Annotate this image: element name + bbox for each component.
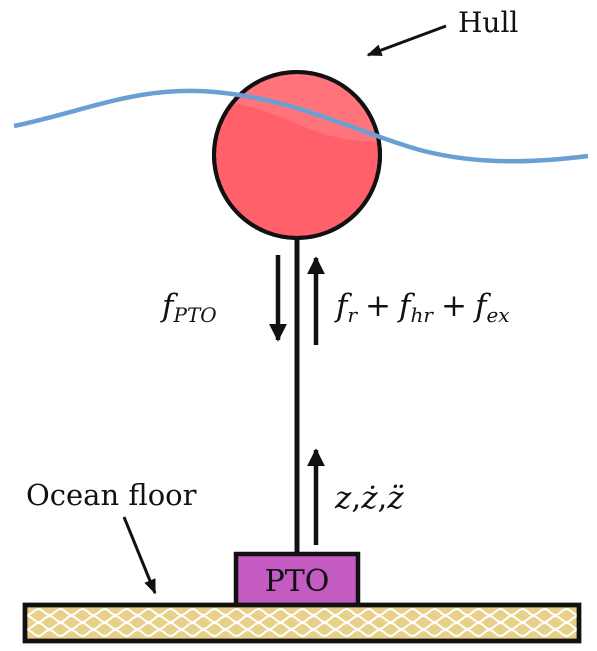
z-dot-label: ż [360,480,378,516]
kinematics-label: z,ż,z̈ [334,480,404,516]
floor-texture-line [25,614,579,624]
hull-pointer-arrow [366,24,447,57]
sep-1: , [351,480,361,516]
pto-unit: PTO [233,551,361,609]
floor-texture-line [25,621,579,631]
floor-texture-line [25,628,579,638]
plus-2: + [441,288,467,324]
hydro-force-label: fr+fhr+fex [334,288,510,327]
pto-label: PTO [265,564,330,599]
f-hr-sub: hr [411,303,435,327]
hull-outline [212,70,382,240]
plus-1: + [365,288,391,324]
hull [212,70,382,240]
f-ex-sub: ex [486,303,509,327]
ocean-floor-pointer-arrow [122,516,157,595]
ocean-floor [22,602,582,644]
floor-texture-line [25,607,579,617]
sep-2: , [378,480,388,516]
hull-label: Hull [458,6,518,39]
z-label: z [334,480,352,516]
z-ddot-label: z̈ [386,480,404,516]
ocean-floor-texture [25,607,579,638]
f-pto-label: fPTO [160,288,217,327]
ocean-floor-label: Ocean floor [26,478,197,512]
f-r-sub: r [347,303,358,327]
ocean-floor-outline [22,602,582,644]
ocean-surface-wave [13,88,589,164]
f-pto-sub: PTO [172,303,216,327]
